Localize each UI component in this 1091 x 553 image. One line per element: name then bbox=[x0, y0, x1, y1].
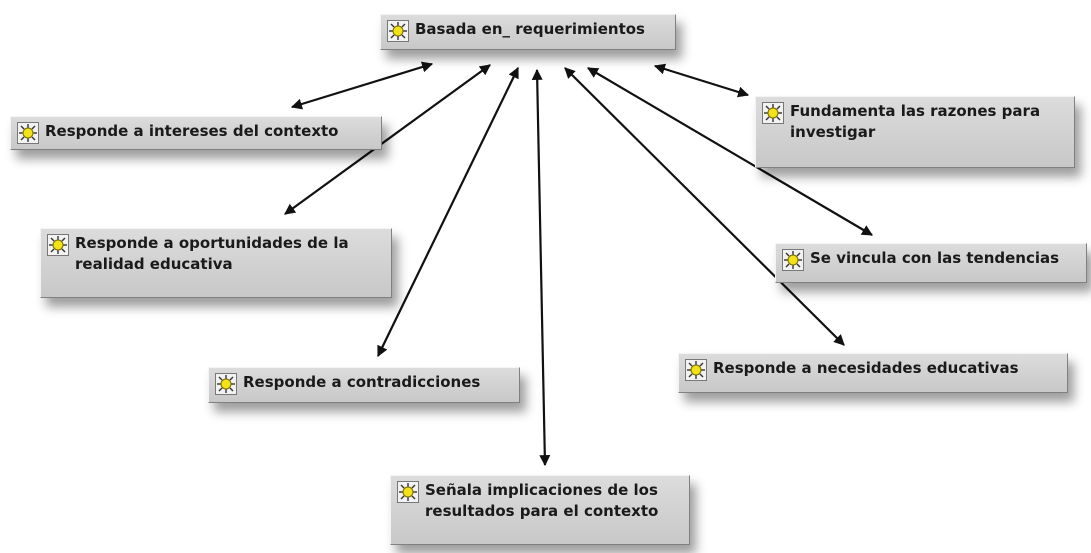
link-root-intereses bbox=[290, 61, 434, 110]
node-basada-en-requerimientos[interactable]: Basada en_ requerimientos bbox=[380, 14, 676, 50]
node-senala-implicaciones[interactable]: Señala implicaciones de los resultados p… bbox=[390, 475, 690, 545]
node-fundamenta-razones[interactable]: Fundamenta las razones para investigar bbox=[755, 96, 1075, 168]
link-root-implicaciones bbox=[531, 68, 551, 467]
quotation-node-icon bbox=[397, 481, 419, 503]
node-label: Responde a oportunidades de la realidad … bbox=[75, 234, 349, 273]
node-label: Basada en_ requerimientos bbox=[415, 20, 645, 38]
quotation-node-icon bbox=[215, 373, 237, 395]
quotation-node-icon bbox=[17, 122, 39, 144]
quotation-node-icon bbox=[47, 234, 69, 256]
quotation-node-icon bbox=[762, 102, 784, 124]
node-responde-contradicciones[interactable]: Responde a contradicciones bbox=[208, 367, 520, 403]
node-label: Se vincula con las tendencias bbox=[810, 249, 1060, 267]
node-label: Señala implicaciones de los resultados p… bbox=[425, 481, 659, 520]
quotation-node-icon bbox=[685, 359, 707, 381]
link-root-contradicciones bbox=[377, 67, 519, 357]
quotation-node-icon bbox=[387, 20, 409, 42]
node-label: Responde a intereses del contexto bbox=[45, 122, 339, 140]
quotation-node-icon bbox=[782, 249, 804, 271]
node-responde-intereses-contexto[interactable]: Responde a intereses del contexto bbox=[10, 116, 382, 150]
node-label: Fundamenta las razones para investigar bbox=[790, 102, 1041, 141]
node-label: Responde a contradicciones bbox=[243, 373, 481, 391]
node-responde-necesidades-educativas[interactable]: Responde a necesidades educativas bbox=[678, 353, 1068, 393]
node-label: Responde a necesidades educativas bbox=[713, 359, 1019, 377]
link-root-tendencias bbox=[587, 67, 873, 236]
node-responde-oportunidades[interactable]: Responde a oportunidades de la realidad … bbox=[40, 228, 392, 298]
node-se-vincula-tendencias[interactable]: Se vincula con las tendencias bbox=[775, 243, 1087, 283]
link-root-razones bbox=[653, 63, 750, 98]
